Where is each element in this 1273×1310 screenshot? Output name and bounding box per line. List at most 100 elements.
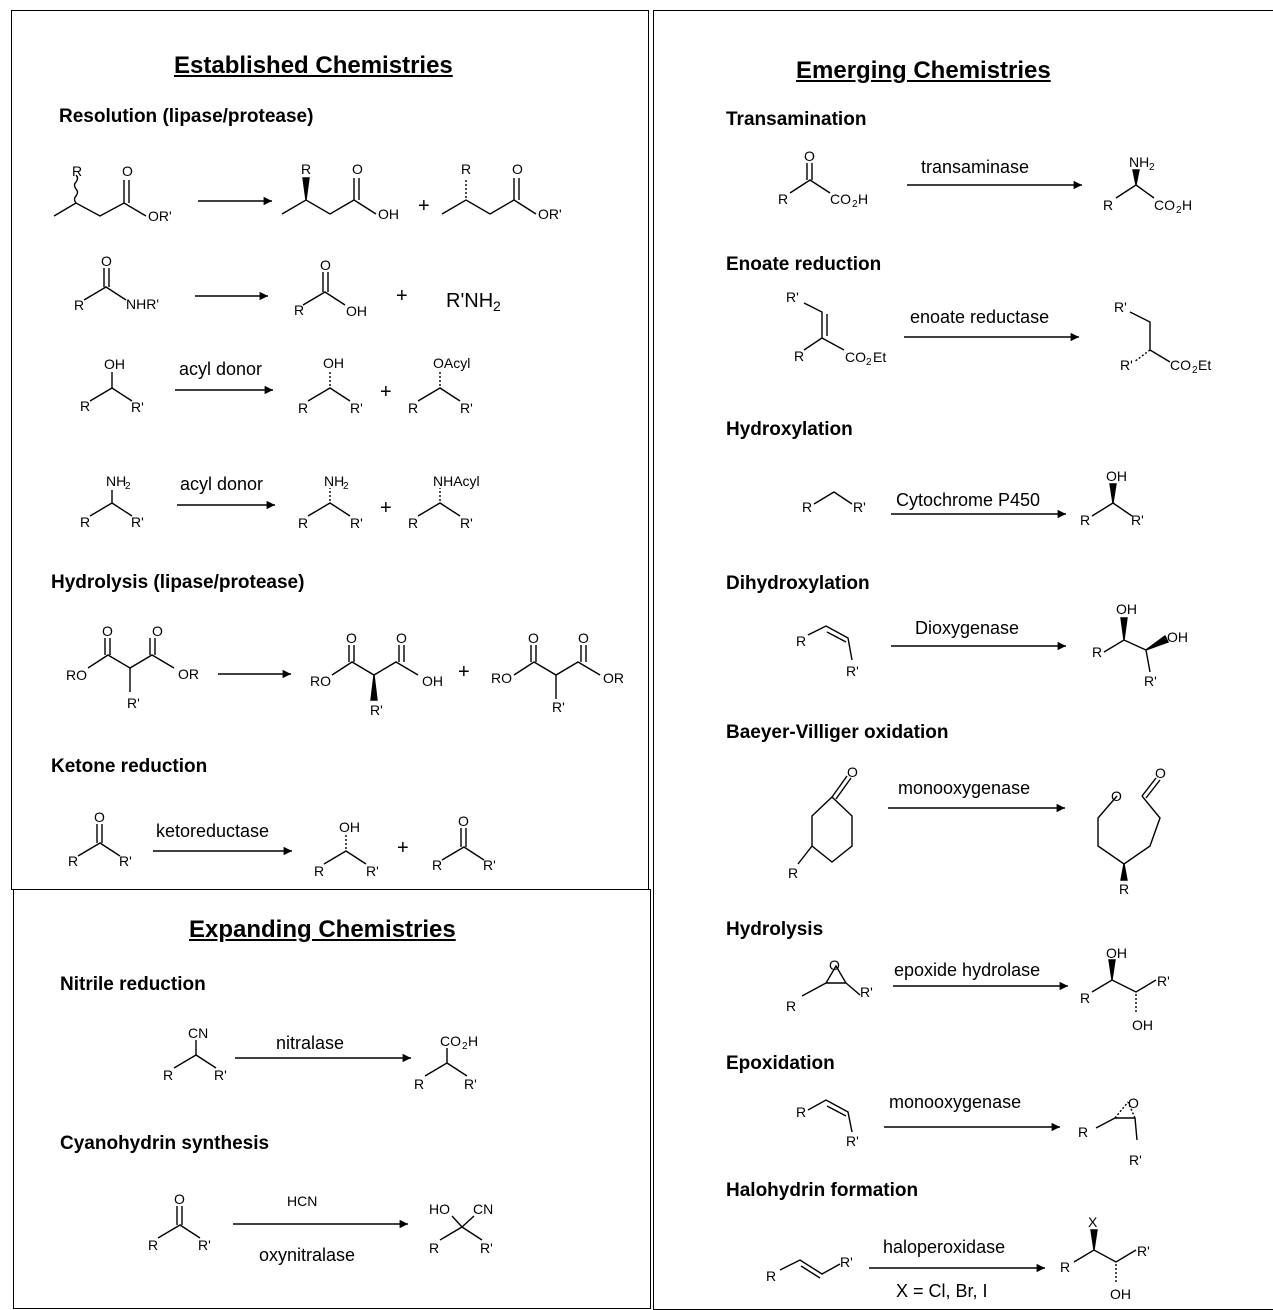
atom-label: R' bbox=[552, 699, 565, 715]
reagent-hcn: HCN bbox=[287, 1193, 317, 1209]
atom-label: HO bbox=[429, 1201, 450, 1217]
structure-monoacid: RO O O OH R' bbox=[310, 630, 443, 718]
atom-label: Et bbox=[1198, 357, 1211, 373]
atom-label: O bbox=[346, 630, 357, 646]
reagent-enoate-reductase: enoate reductase bbox=[910, 307, 1049, 327]
atom-label: R bbox=[432, 857, 442, 873]
structure-racemic-ester: R O OR' bbox=[53, 163, 172, 224]
structure-ketone: R O R' bbox=[68, 809, 132, 869]
atom-label: 2 bbox=[866, 357, 872, 368]
atom-label: R bbox=[1119, 881, 1129, 897]
atom-label: 2 bbox=[852, 199, 858, 210]
reagent-nitralase: nitralase bbox=[276, 1033, 344, 1053]
atom-label: OAcyl bbox=[433, 355, 470, 371]
reagent-dioxygenase: Dioxygenase bbox=[915, 618, 1019, 638]
reagent-monooxygenase-1: monooxygenase bbox=[898, 778, 1030, 798]
section-resolution: Resolution (lipase/protease) bbox=[59, 106, 314, 127]
reagent-haloperoxidase: haloperoxidase bbox=[883, 1237, 1005, 1257]
atom-label: RO bbox=[66, 667, 87, 683]
atom-label: R' bbox=[460, 400, 473, 416]
atom-label: H bbox=[858, 191, 868, 207]
structure-cyanohydrin: HO CN R R' bbox=[429, 1201, 493, 1256]
reagent-acyl-donor-2: acyl donor bbox=[180, 474, 263, 494]
atom-label: R bbox=[301, 161, 311, 177]
atom-label: R bbox=[1078, 1124, 1088, 1140]
atom-label: CN bbox=[473, 1201, 493, 1217]
structure-lactone: O O R bbox=[1097, 765, 1166, 897]
atom-label: R' bbox=[1131, 512, 1144, 528]
atom-label: R' bbox=[460, 515, 473, 531]
plus-sign: + bbox=[380, 381, 392, 403]
structure-racemic-alcohol: R OH R' bbox=[80, 356, 144, 415]
atom-label: H bbox=[1182, 197, 1192, 213]
plus-sign: + bbox=[418, 195, 430, 217]
section-baeyer-villiger: Baeyer-Villiger oxidation bbox=[726, 722, 949, 743]
section-halohydrin: Halohydrin formation bbox=[726, 1180, 919, 1201]
structure-acyl-ester: R OAcyl R' bbox=[408, 355, 473, 416]
structure-acyl-amide: R NHAcyl R' bbox=[408, 473, 480, 531]
atom-label: R bbox=[74, 297, 84, 313]
established-title: Established Chemistries bbox=[174, 52, 453, 79]
atom-label: OH bbox=[422, 673, 443, 689]
atom-label: OH bbox=[346, 303, 367, 319]
atom-label: R bbox=[1103, 197, 1113, 213]
reagent-halogen-condition: X = Cl, Br, I bbox=[896, 1281, 988, 1300]
atom-label: R' bbox=[131, 514, 144, 530]
atom-label: OH bbox=[1116, 601, 1137, 617]
reagent-epoxide-hydrolase: epoxide hydrolase bbox=[894, 960, 1040, 980]
plus-sign: + bbox=[458, 661, 470, 683]
atom-label: R bbox=[461, 161, 471, 177]
atom-label: R' bbox=[127, 695, 140, 711]
atom-label: 2 bbox=[493, 298, 501, 314]
structure-vicinal-diol: OH R R' OH bbox=[1080, 945, 1170, 1033]
atom-label: OH bbox=[104, 356, 125, 372]
section-enoate-reduction: Enoate reduction bbox=[726, 254, 882, 275]
atom-label: OH bbox=[323, 355, 344, 371]
atom-label: R' bbox=[1157, 973, 1170, 989]
atom-label: O bbox=[847, 764, 858, 780]
atom-label: O bbox=[320, 257, 331, 273]
atom-label: R bbox=[414, 1076, 424, 1092]
atom-label: R' bbox=[370, 702, 383, 718]
atom-label: R bbox=[148, 1237, 158, 1253]
atom-label: R bbox=[788, 865, 798, 881]
atom-label: R' bbox=[786, 289, 799, 305]
structure-halohydrin: X R R' OH bbox=[1060, 1214, 1150, 1300]
atom-label: R' bbox=[198, 1237, 211, 1253]
atom-label: R' bbox=[1129, 1152, 1142, 1168]
atom-label: OH bbox=[339, 819, 360, 835]
atom-label: R' bbox=[366, 863, 379, 879]
atom-label: OH bbox=[1167, 629, 1188, 645]
plus-sign: + bbox=[380, 497, 392, 519]
atom-label: OH bbox=[1132, 1017, 1153, 1033]
atom-label: R bbox=[778, 191, 788, 207]
structure-ketone-remaining: R O R' bbox=[432, 813, 496, 873]
atom-label: R bbox=[786, 998, 796, 1014]
atom-label: R bbox=[429, 1240, 439, 1256]
atom-label: R bbox=[1060, 1259, 1070, 1275]
atom-label: O bbox=[102, 623, 113, 639]
structure-enoate: R' R CO 2 Et bbox=[786, 289, 886, 368]
reagent-transaminase: transaminase bbox=[921, 157, 1029, 177]
atom-label: Et bbox=[873, 349, 886, 365]
section-ketone-reduction: Ketone reduction bbox=[51, 756, 208, 777]
atom-label: CO bbox=[830, 191, 851, 207]
atom-label: O bbox=[829, 957, 840, 973]
structure-diester-remaining: RO O O OR R' bbox=[491, 630, 624, 715]
atom-label: O bbox=[174, 1191, 185, 1207]
atom-label: CN bbox=[188, 1025, 208, 1041]
atom-label: CO bbox=[845, 349, 866, 365]
atom-label: R' bbox=[853, 499, 866, 515]
atom-label: R bbox=[796, 633, 806, 649]
atom-label: O bbox=[396, 630, 407, 646]
section-hydroxylation: Hydroxylation bbox=[726, 419, 853, 440]
atom-label: R bbox=[72, 163, 82, 179]
atom-label: R bbox=[794, 348, 804, 364]
atom-label: OH bbox=[1110, 1286, 1131, 1300]
structure-chiral-sec-alcohol: R OH R' bbox=[314, 819, 379, 879]
section-epoxidation: Epoxidation bbox=[726, 1053, 835, 1074]
section-cyanohydrin: Cyanohydrin synthesis bbox=[60, 1133, 270, 1154]
structure-amide: R O NHR' bbox=[74, 253, 159, 313]
atom-label: OR' bbox=[538, 206, 562, 222]
